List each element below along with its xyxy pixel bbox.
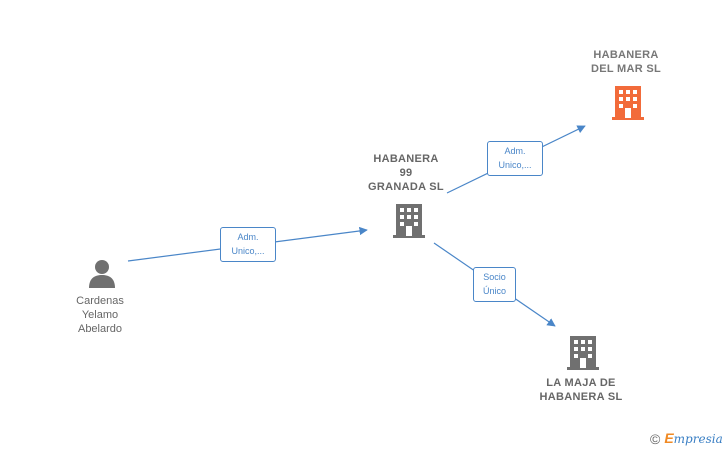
company-label-line: DEL MAR SL: [590, 63, 662, 75]
company-label-line: HABANERA: [593, 49, 659, 61]
edge-label-line: Adm.: [237, 232, 259, 242]
edge-label-h99-mar[interactable]: Adm. Unico,...: [487, 141, 543, 176]
company-label-habanera99[interactable]: HABANERA 99 GRANADA SL: [368, 152, 444, 194]
person-label-line: Yelamo: [81, 309, 119, 321]
building-icon[interactable]: [567, 334, 599, 370]
edge-label-line: Socio: [483, 272, 506, 282]
company-label-habanera-del-mar[interactable]: HABANERA DEL MAR SL: [591, 48, 661, 76]
edge-label-line: Unico,...: [498, 160, 532, 170]
person-icon[interactable]: [87, 258, 117, 288]
building-icon-highlighted[interactable]: [612, 84, 644, 120]
brand-initial: E: [664, 430, 674, 446]
empresia-watermark: ©Empresia: [650, 430, 723, 447]
edge-label-line: Unico,...: [231, 246, 265, 256]
company-label-line: 99: [399, 167, 413, 179]
edge-label-line: Único: [482, 286, 506, 296]
company-label-line: LA MAJA DE: [546, 377, 616, 389]
brand-name: mpresia: [673, 432, 723, 446]
company-label-la-maja[interactable]: LA MAJA DE HABANERA SL: [540, 376, 623, 404]
person-label-line: Cardenas: [76, 295, 124, 307]
company-label-line: GRANADA SL: [368, 181, 444, 193]
company-label-line: HABANERA SL: [539, 391, 623, 403]
edge-label-h99-maja[interactable]: Socio Único: [473, 267, 516, 302]
edge-label-line: Adm.: [504, 146, 526, 156]
building-icon[interactable]: [393, 202, 425, 238]
edge-label-person-h99[interactable]: Adm. Unico,...: [220, 227, 276, 262]
person-label-line: Abelardo: [77, 323, 123, 335]
company-label-line: HABANERA: [373, 153, 439, 165]
person-label[interactable]: Cardenas Yelamo Abelardo: [76, 294, 124, 336]
copyright-symbol: ©: [650, 431, 661, 447]
